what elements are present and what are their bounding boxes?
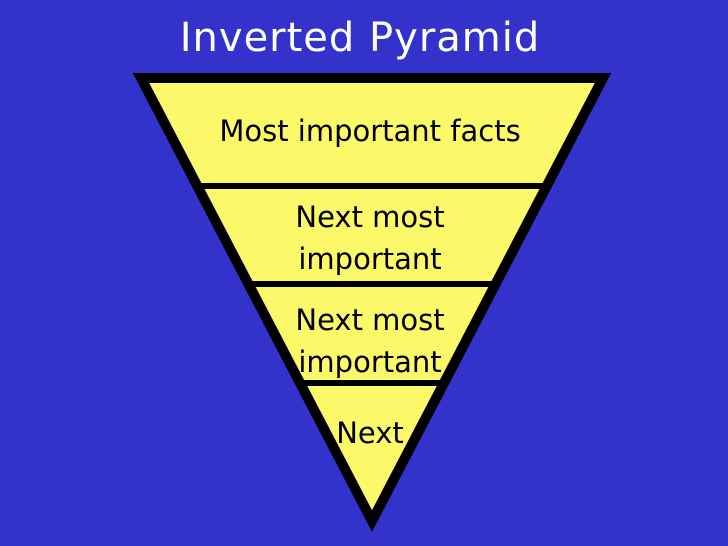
pyramid-section-3-label: Next most important bbox=[295, 299, 444, 383]
section-text-line: important bbox=[298, 242, 442, 276]
slide-title: Inverted Pyramid bbox=[179, 15, 541, 61]
section-text-line: important bbox=[298, 345, 442, 379]
pyramid-section-2-label: Next most important bbox=[295, 196, 444, 280]
pyramid-section-4-label: Next bbox=[336, 412, 404, 454]
pyramid-section-1-label: Most important facts bbox=[219, 110, 520, 152]
section-text-line: Most important facts bbox=[219, 114, 521, 148]
section-text-line: Next bbox=[336, 416, 404, 450]
section-text-line: Next most bbox=[295, 303, 445, 337]
section-text-line: Next most bbox=[295, 200, 445, 234]
